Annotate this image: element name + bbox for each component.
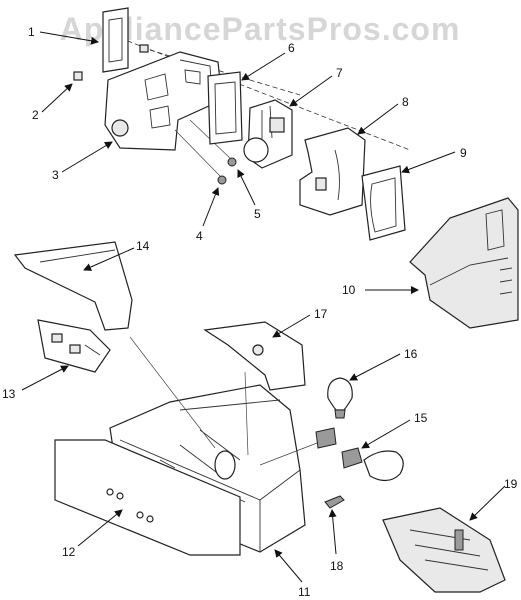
callout-4: 4	[196, 229, 203, 243]
part-9-frame	[361, 165, 406, 241]
leader-3	[61, 141, 113, 173]
callout-6: 6	[288, 41, 295, 55]
leader-11	[274, 549, 303, 583]
callout-10: 10	[342, 283, 356, 297]
part-1-bracket	[102, 7, 129, 73]
callout-18: 18	[330, 559, 344, 573]
part-4-screw	[217, 175, 227, 185]
part-7-actuator	[243, 99, 293, 169]
callout-17: 17	[314, 307, 328, 321]
leader-4	[202, 187, 220, 227]
leader-15	[361, 419, 411, 449]
wire-panel-to-socket	[244, 371, 249, 456]
part-5-screw	[227, 157, 237, 167]
part-16-bulb	[327, 377, 353, 419]
leader-7	[289, 75, 333, 107]
callout-5: 5	[254, 207, 261, 221]
part-10-dispenser-cover	[409, 197, 519, 329]
callout-12: 12	[62, 545, 76, 559]
part-8-cover	[299, 127, 366, 216]
callout-2: 2	[32, 108, 39, 122]
leader-19	[469, 485, 506, 521]
leader-5	[237, 169, 256, 206]
callout-11: 11	[298, 585, 311, 599]
callout-7: 7	[336, 66, 343, 80]
part-2-screw	[73, 71, 83, 81]
callout-16: 16	[404, 347, 418, 361]
leader-13	[21, 365, 69, 391]
part-6-gasket	[207, 71, 243, 145]
part-13-control-board	[37, 319, 111, 373]
leader-18	[328, 509, 337, 555]
leader-8	[357, 103, 399, 135]
wire-to-screw-4	[174, 129, 223, 179]
part-3-housing	[104, 51, 223, 151]
wire-panel-to-board	[129, 336, 216, 449]
callout-9: 9	[460, 146, 467, 160]
leader-16	[349, 353, 401, 381]
leader-9	[401, 151, 456, 174]
callout-3: 3	[52, 168, 59, 182]
callout-14: 14	[136, 239, 150, 253]
part-12-label-strip	[54, 439, 241, 556]
leader-2	[41, 83, 73, 113]
part-18-clip	[324, 495, 345, 509]
leader-1	[39, 31, 99, 45]
callout-1: 1	[28, 25, 35, 39]
callout-15: 15	[414, 411, 428, 425]
callout-13: 13	[2, 387, 16, 401]
callout-19: 19	[504, 477, 518, 491]
part-14-top-cover	[13, 241, 133, 331]
callout-8: 8	[402, 95, 409, 109]
leader-17	[272, 314, 311, 338]
leader-14	[83, 247, 135, 271]
part-17-light-cover	[203, 321, 306, 391]
part-19-tray	[382, 507, 506, 593]
part-15-socket	[315, 427, 404, 482]
part-screw-top	[139, 44, 149, 53]
leader-12	[77, 509, 123, 547]
leader-6	[241, 52, 286, 81]
